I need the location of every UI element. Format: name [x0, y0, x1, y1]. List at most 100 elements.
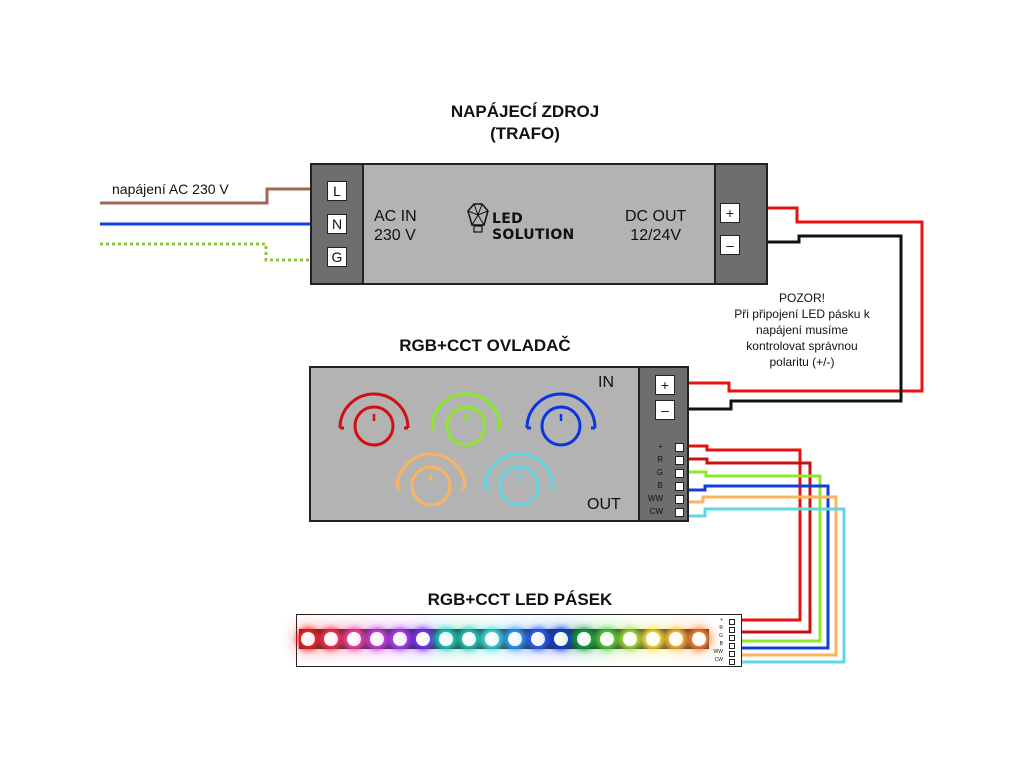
channel-label-g: G	[656, 468, 663, 477]
strip-label-ww: WW	[713, 649, 723, 655]
power-supply-output-block	[714, 165, 766, 283]
dc-out-label: DC OUT 12/24V	[625, 207, 686, 245]
dc-out-line2: 12/24V	[630, 227, 682, 244]
controller-in-plus: +	[655, 375, 675, 395]
knob-warm-white	[395, 452, 467, 507]
ac-in-line1: AC IN	[374, 208, 417, 225]
channel-terminal-cw	[675, 508, 684, 517]
mains-label: napájení AC 230 V	[112, 181, 229, 197]
channel-terminal-b	[675, 482, 684, 491]
knob-blue	[525, 392, 597, 447]
channel-label-r: R	[657, 455, 663, 464]
controller-title: RGB+CCT OVLADAČ	[399, 336, 571, 355]
terminal-dc-plus: +	[720, 203, 740, 223]
led-17	[669, 632, 683, 646]
terminal-l: L	[327, 181, 347, 201]
led-15	[623, 632, 637, 646]
strip-terminal-plus	[729, 619, 735, 625]
channel-label-b: B	[657, 481, 663, 490]
live-wire	[100, 187, 312, 205]
green-channel-wire	[688, 470, 822, 643]
warning-line5: polaritu (+/-)	[769, 355, 835, 369]
positive-supply-wire	[675, 206, 924, 393]
knob-red	[338, 392, 410, 447]
logo: LED SOLUTION	[464, 201, 604, 243]
channel-terminal-g	[675, 469, 684, 478]
terminal-n: N	[327, 214, 347, 234]
strip-label-b: B	[719, 641, 723, 647]
led-8	[462, 632, 476, 646]
power-supply: L N G AC IN 230 V LED SOLUTION DC OUT 12…	[310, 163, 768, 285]
controller-out-label: OUT	[587, 496, 621, 513]
channel-label-ww: WW	[647, 494, 663, 503]
knob-scale-arc	[430, 392, 502, 430]
knob-dial	[353, 405, 395, 447]
polarity-warning: POZOR! Při připojení LED pásku k napájen…	[712, 290, 892, 370]
strip-label-cw: CW	[714, 657, 723, 663]
controller: IN OUT + – + R G B WW CW	[309, 366, 689, 522]
led-4	[370, 632, 384, 646]
led-11	[531, 632, 545, 646]
led-9	[485, 632, 499, 646]
strip-terminal-ww	[729, 651, 735, 657]
led-13	[577, 632, 591, 646]
led-7	[439, 632, 453, 646]
led-10	[508, 632, 522, 646]
terminal-g: G	[327, 247, 347, 267]
ww-channel-wire	[688, 495, 838, 657]
red-channel-wire	[688, 457, 812, 634]
led-6	[416, 632, 430, 646]
led-12	[554, 632, 568, 646]
dc-out-line1: DC OUT	[625, 208, 687, 225]
channel-label-plus: +	[658, 442, 663, 451]
led-strip: + R G B WW CW	[296, 614, 742, 667]
power-supply-title: NAPÁJECÍ ZDROJ (TRAFO)	[400, 101, 650, 145]
strip-terminal-cw	[729, 659, 735, 665]
warning-line4: kontrolovat správnou	[746, 339, 858, 353]
power-supply-title-line2: (TRAFO)	[490, 124, 560, 143]
knob-scale-arc	[483, 452, 555, 490]
led-5	[393, 632, 407, 646]
led-1	[301, 632, 315, 646]
warning-line1: POZOR!	[778, 291, 825, 305]
knob-cold-white	[483, 452, 555, 507]
plus-channel-wire	[688, 444, 802, 622]
knob-dial	[540, 405, 582, 447]
controller-in-minus: –	[655, 400, 675, 420]
led-row	[297, 615, 717, 665]
blue-channel-wire	[688, 484, 830, 650]
ground-wire	[100, 242, 312, 262]
ac-in-line2: 230 V	[374, 227, 416, 244]
strip-label-g: G	[719, 633, 723, 639]
strip-label-r: R	[719, 625, 723, 631]
negative-supply-wire	[675, 234, 903, 411]
led-16	[646, 632, 660, 646]
logo-text: LED SOLUTION	[492, 211, 575, 243]
controller-in-label: IN	[598, 374, 614, 391]
led-14	[600, 632, 614, 646]
ac-in-label: AC IN 230 V	[374, 207, 417, 245]
warning-line3: napájení musíme	[755, 323, 849, 337]
knob-scale-arc	[525, 392, 597, 430]
channel-label-cw: CW	[649, 507, 663, 516]
terminal-dc-minus: –	[720, 235, 740, 255]
led-3	[347, 632, 361, 646]
led-strip-title: RGB+CCT LED PÁSEK	[427, 590, 613, 609]
channel-terminal-plus	[675, 443, 684, 452]
cw-channel-wire	[688, 507, 846, 664]
knob-green	[430, 392, 502, 447]
bulb-logo-icon	[467, 203, 489, 233]
knob-scale-arc	[395, 452, 467, 490]
strip-terminal-r	[729, 627, 735, 633]
knob-dial	[410, 465, 452, 507]
led-18	[692, 632, 706, 646]
strip-terminal-b	[729, 643, 735, 649]
led-2	[324, 632, 338, 646]
strip-terminal-g	[729, 635, 735, 641]
knob-dial	[445, 405, 487, 447]
knobs	[338, 392, 597, 507]
power-supply-title-line1: NAPÁJECÍ ZDROJ	[450, 102, 600, 121]
warning-line2: Při připojení LED pásku k	[734, 307, 870, 321]
channel-terminal-r	[675, 456, 684, 465]
